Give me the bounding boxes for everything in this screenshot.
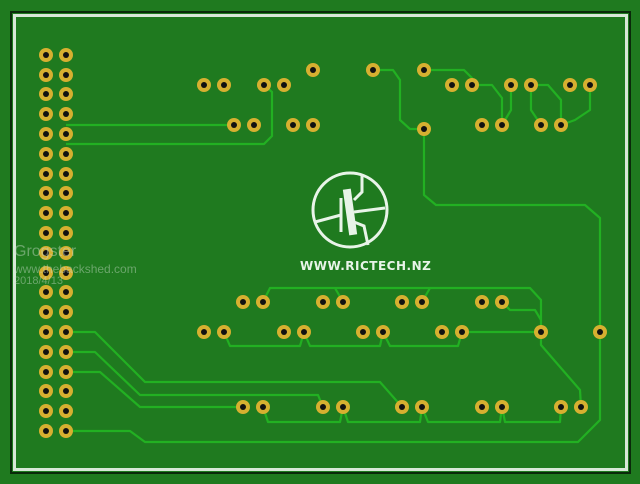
pad [435, 325, 449, 339]
pad [59, 107, 73, 121]
pad [236, 295, 250, 309]
pad [306, 63, 320, 77]
pad [336, 400, 350, 414]
pad [39, 345, 53, 359]
pad [316, 400, 330, 414]
pad [39, 127, 53, 141]
pad [534, 325, 548, 339]
pad [495, 118, 509, 132]
pad [39, 246, 53, 260]
pad [59, 246, 73, 260]
pad [39, 226, 53, 240]
pad [39, 48, 53, 62]
pads [39, 48, 607, 438]
pad [534, 118, 548, 132]
pad [554, 118, 568, 132]
pad [59, 266, 73, 280]
pad [39, 285, 53, 299]
pad [475, 295, 489, 309]
watermark-site: www.thebackshed.com [14, 262, 137, 276]
pad [583, 78, 597, 92]
pad [395, 295, 409, 309]
pad [39, 167, 53, 181]
pad [593, 325, 607, 339]
pad [445, 78, 459, 92]
pad [39, 147, 53, 161]
pad [574, 400, 588, 414]
logo-text: WWW.RICTECH.NZ [300, 259, 432, 273]
watermark-author: Grogster [14, 243, 77, 260]
pad [39, 87, 53, 101]
pad [39, 266, 53, 280]
pad [39, 365, 53, 379]
pad [257, 78, 271, 92]
pad [504, 78, 518, 92]
pad [59, 345, 73, 359]
pad [417, 122, 431, 136]
pad [247, 118, 261, 132]
pad [395, 400, 409, 414]
pad [495, 295, 509, 309]
pad [286, 118, 300, 132]
pad [59, 384, 73, 398]
pad [366, 63, 380, 77]
pad [316, 295, 330, 309]
watermark-date: 2018/4/13 [14, 275, 63, 287]
pad [465, 78, 479, 92]
pad [415, 295, 429, 309]
pad [39, 325, 53, 339]
pad [59, 424, 73, 438]
pad [197, 78, 211, 92]
pad [39, 404, 53, 418]
pad [417, 63, 431, 77]
pad [59, 147, 73, 161]
pad [59, 167, 73, 181]
pad [415, 400, 429, 414]
pad [39, 206, 53, 220]
pad [227, 118, 241, 132]
pad [39, 68, 53, 82]
pad [277, 78, 291, 92]
pad [336, 295, 350, 309]
pad [256, 295, 270, 309]
pad [59, 186, 73, 200]
pad [563, 78, 577, 92]
pad [39, 305, 53, 319]
pad [39, 186, 53, 200]
pad [39, 424, 53, 438]
pad [376, 325, 390, 339]
pad [524, 78, 538, 92]
pad [356, 325, 370, 339]
pad [277, 325, 291, 339]
pad [495, 400, 509, 414]
pad [475, 118, 489, 132]
pad [59, 87, 73, 101]
pad [59, 365, 73, 379]
pad [59, 226, 73, 240]
pad [59, 325, 73, 339]
pad [39, 107, 53, 121]
pad [297, 325, 311, 339]
pad [455, 325, 469, 339]
pad [554, 400, 568, 414]
pad [59, 68, 73, 82]
rictech-logo [311, 171, 389, 249]
pad [306, 118, 320, 132]
pad [59, 48, 73, 62]
pad [59, 404, 73, 418]
pad [217, 325, 231, 339]
pad [59, 127, 73, 141]
pad [475, 400, 489, 414]
pad [197, 325, 211, 339]
pad [236, 400, 250, 414]
pad [59, 206, 73, 220]
pad [59, 305, 73, 319]
pad [217, 78, 231, 92]
pad [39, 384, 53, 398]
pad [59, 285, 73, 299]
pad [256, 400, 270, 414]
